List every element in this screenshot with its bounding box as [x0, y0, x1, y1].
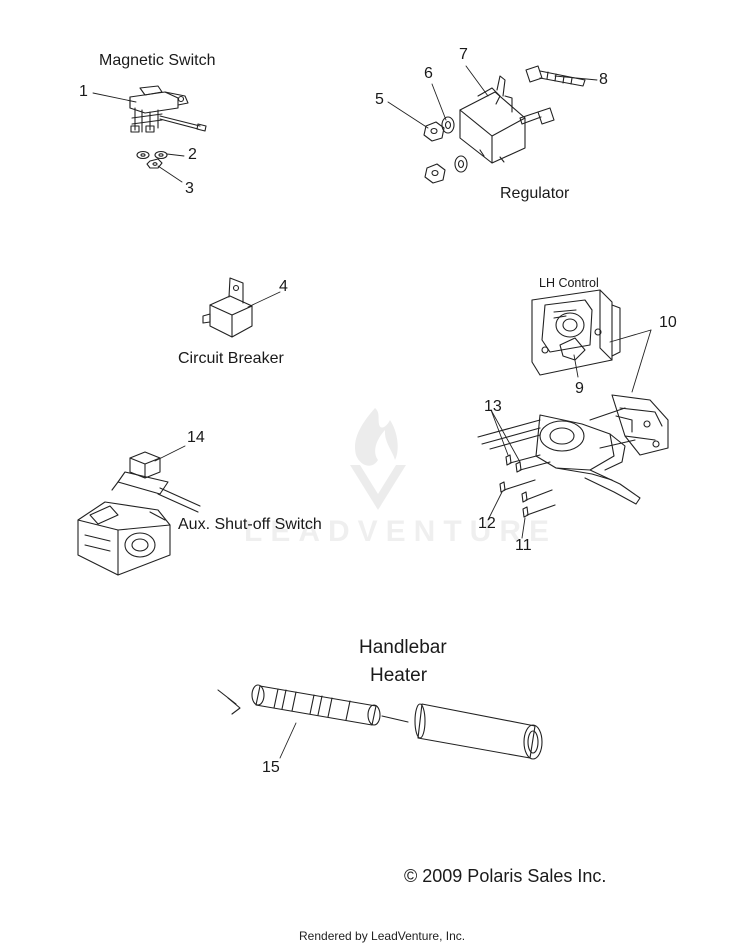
- callout-3: 3: [185, 180, 194, 197]
- callout-6: 6: [424, 65, 433, 82]
- leadventure-watermark-logo: [350, 408, 406, 510]
- callout-12: 12: [478, 515, 496, 532]
- lh-control-inset-part: [531, 289, 621, 376]
- magnetic-switch-label: Magnetic Switch: [99, 52, 216, 69]
- handlebar-grip-tube-part: [414, 703, 543, 760]
- watermark-text: LEADVENTURE: [244, 515, 558, 548]
- screw-parts-11-12-13: [499, 454, 556, 518]
- washer-part-6: [441, 116, 468, 173]
- nut-part-2: [136, 150, 168, 160]
- heater-label: Heater: [370, 665, 428, 686]
- callout-15: 15: [262, 759, 280, 776]
- nut-part-3: [146, 158, 163, 169]
- callout-5: 5: [375, 91, 384, 108]
- aux-shutoff-switch-part: [111, 451, 201, 513]
- callout-8: 8: [599, 71, 608, 88]
- aux-shutoff-switch-label: Aux. Shut-off Switch: [178, 516, 322, 533]
- lh-control-assembly-part: [477, 394, 669, 505]
- leader-lines: [92, 65, 652, 759]
- callout-14: 14: [187, 429, 205, 446]
- circuit-breaker-part: [202, 277, 253, 338]
- bolt-part-8b: [519, 107, 555, 125]
- aux-switch-housing-part: [77, 501, 171, 576]
- callout-9: 9: [575, 380, 584, 397]
- handlebar-heater-element-part: [217, 684, 409, 726]
- regulator-label: Regulator: [500, 185, 570, 202]
- handlebar-label: Handlebar: [359, 637, 447, 658]
- callout-2: 2: [188, 146, 197, 163]
- callout-13: 13: [484, 398, 502, 415]
- nut-part-5: [423, 121, 446, 184]
- bolt-part-8: [525, 65, 586, 87]
- lh-control-label: LH Control: [539, 276, 599, 290]
- circuit-breaker-label: Circuit Breaker: [178, 350, 284, 367]
- regulator-part: [459, 75, 526, 164]
- rendered-by-footer: Rendered by LeadVenture, Inc.: [299, 929, 466, 943]
- callout-4: 4: [279, 278, 288, 295]
- callout-1: 1: [79, 83, 88, 100]
- callout-11: 11: [515, 537, 532, 554]
- magnetic-switch-part: [129, 85, 207, 133]
- callout-10: 10: [659, 314, 677, 331]
- copyright-text: © 2009 Polaris Sales Inc.: [404, 866, 607, 886]
- callout-7: 7: [459, 46, 468, 63]
